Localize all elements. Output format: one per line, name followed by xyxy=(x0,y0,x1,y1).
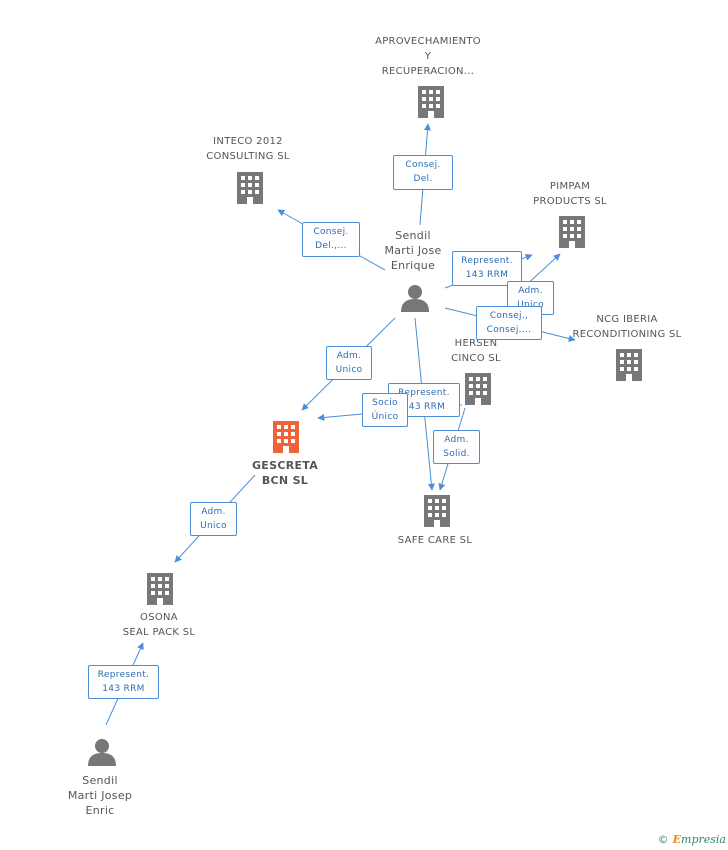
edge-label-line: Represent. xyxy=(97,670,150,680)
label-line: SAFE CARE SL xyxy=(397,535,473,546)
copyright-symbol: © xyxy=(657,833,669,846)
node-label-hersen[interactable]: HERSEN CINCO SL xyxy=(436,336,516,366)
label-line: PRODUCTS SL xyxy=(533,196,607,207)
edge-label-line: Adm. xyxy=(336,351,362,361)
edge-label[interactable]: Represent. 143 RRM xyxy=(88,665,159,699)
label-line: OSONA xyxy=(140,612,178,623)
building-icon[interactable] xyxy=(237,172,263,204)
empresia-watermark: ©Empresia xyxy=(658,833,726,846)
building-icon[interactable] xyxy=(418,86,444,118)
edge-label-line: Socio xyxy=(372,398,398,408)
edge-label-line: Consej.... xyxy=(486,325,532,335)
node-label-sendil-josep[interactable]: Sendil Marti Josep Enric xyxy=(56,773,144,818)
edge-label-line: Solid. xyxy=(443,449,470,459)
building-icon[interactable] xyxy=(147,573,173,605)
node-label-osona[interactable]: OSONA SEAL PACK SL xyxy=(104,610,214,640)
label-line: Sendil xyxy=(82,774,118,787)
label-line: APROVECHAMIENTO xyxy=(375,36,481,47)
edge-label-line: Del.,... xyxy=(315,241,347,251)
edge-label-line: Unico xyxy=(517,300,544,310)
building-icon[interactable] xyxy=(424,495,450,527)
label-line: SEAL PACK SL xyxy=(122,627,196,638)
edge-label-line: Unico xyxy=(335,365,363,375)
building-icon[interactable] xyxy=(465,373,491,405)
edge-label-line: Consej. xyxy=(405,160,441,170)
label-line: Y xyxy=(424,51,432,62)
brand-initial: E xyxy=(672,833,682,846)
edge-label-line: Consej., xyxy=(489,311,529,321)
node-label-safecare[interactable]: SAFE CARE SL xyxy=(384,533,486,548)
building-icon[interactable] xyxy=(616,349,642,381)
edge-label[interactable]: Adm. Solid. xyxy=(433,430,480,464)
label-line: Marti Josep xyxy=(67,789,133,802)
edge-label-line: Adm. xyxy=(444,435,469,445)
label-line: PIMPAM xyxy=(549,181,591,192)
edge-label-line: Represent. xyxy=(398,388,450,398)
label-line: GESCRETA xyxy=(251,459,319,472)
label-line: Enric xyxy=(85,804,115,817)
edge-label-line: Consej. xyxy=(313,227,349,237)
edge-label[interactable]: Represent. 143 RRM xyxy=(452,251,522,286)
label-line: BCN SL xyxy=(261,474,309,487)
edge-label[interactable]: Adm. Unico xyxy=(326,346,372,380)
node-label-gescreta[interactable]: GESCRETA BCN SL xyxy=(240,458,330,488)
label-line: INTECO 2012 xyxy=(213,136,283,147)
edge-label-line: Adm. xyxy=(518,286,543,296)
node-label-ncg[interactable]: NCG IBERIA RECONDITIONING SL xyxy=(566,312,688,342)
label-line: Enrique xyxy=(390,259,436,272)
edge-label[interactable]: Consej., Consej.... xyxy=(476,306,542,340)
label-line: Marti Jose xyxy=(384,244,442,257)
edge-label[interactable]: Consej. Del.,... xyxy=(302,222,360,257)
label-line: NCG IBERIA xyxy=(596,314,658,325)
edge-label-line: 143 RRM xyxy=(402,402,446,412)
edge-label[interactable]: Socio Único xyxy=(362,393,408,427)
edge-label-line: Del. xyxy=(413,174,433,184)
building-icon[interactable] xyxy=(273,421,299,453)
label-line: RECUPERACION... xyxy=(381,66,475,77)
label-line: RECONDITIONING SL xyxy=(572,329,682,340)
edge-label-line: 143 RRM xyxy=(465,270,509,280)
label-line: CONSULTING SL xyxy=(206,151,290,162)
person-icon[interactable] xyxy=(88,739,116,766)
person-icon[interactable] xyxy=(401,285,429,312)
node-label-sendil-jose[interactable]: Sendil Marti Jose Enrique xyxy=(372,228,454,273)
node-label-aprovechamiento[interactable]: APROVECHAMIENTO Y RECUPERACION... xyxy=(358,34,498,79)
building-icon[interactable] xyxy=(559,216,585,248)
edge-label[interactable]: Consej. Del. xyxy=(393,155,453,190)
edge-label-line: Represent. xyxy=(461,256,513,266)
brand-name: mpresia xyxy=(681,833,726,846)
edge-label[interactable]: Adm. Unico xyxy=(190,502,237,536)
edge-label-line: Adm. xyxy=(201,507,226,517)
edge-label-line: Unico xyxy=(200,521,227,531)
label-line: Sendil xyxy=(395,229,431,242)
node-label-inteco[interactable]: INTECO 2012 CONSULTING SL xyxy=(188,134,308,164)
edge-label-line: Único xyxy=(371,412,399,422)
label-line: CINCO SL xyxy=(451,353,501,364)
node-label-pimpam[interactable]: PIMPAM PRODUCTS SL xyxy=(520,179,620,209)
label-line: HERSEN xyxy=(454,338,498,349)
edge-label-line: 143 RRM xyxy=(102,684,145,694)
